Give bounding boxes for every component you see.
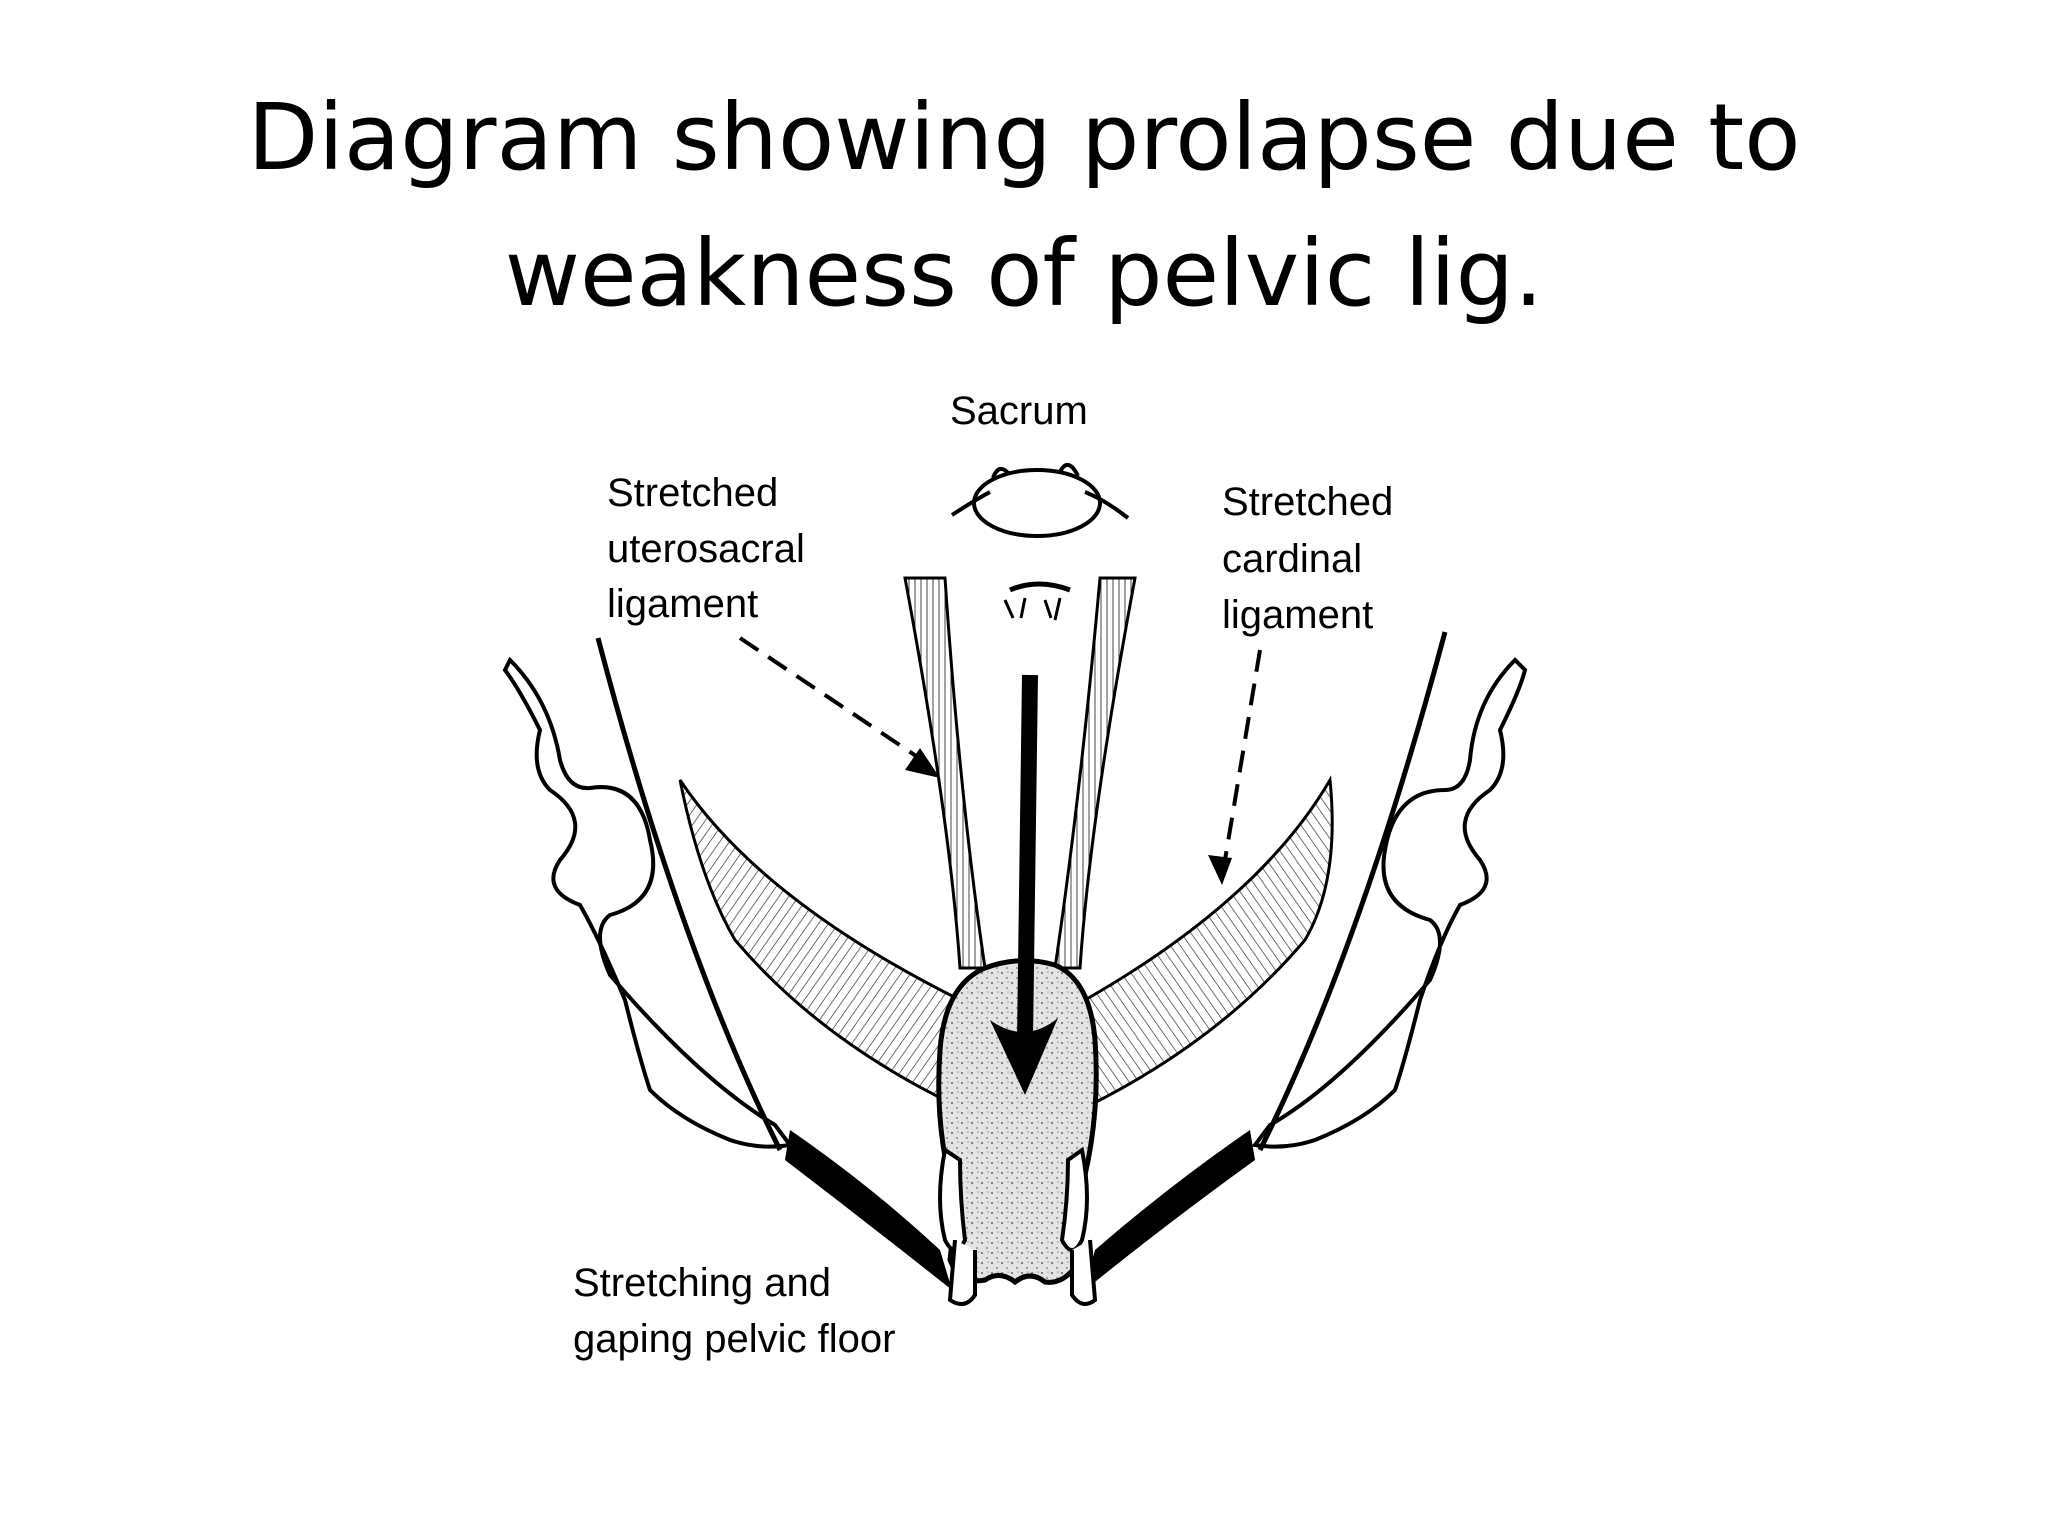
label-uterosacral-line-3: ligament	[607, 582, 758, 626]
label-uterosacral-line-2: uterosacral	[607, 527, 805, 571]
label-cardinal-line-1: Stretched	[1222, 480, 1393, 524]
downward-force-arrow	[990, 674, 1058, 1095]
right-pelvic-floor	[1085, 1130, 1255, 1290]
label-sacrum: Sacrum	[950, 389, 1088, 433]
title-line-2: weakness of pelvic lig.	[504, 220, 1544, 327]
prolapsing-uterus	[936, 958, 1099, 1286]
label-cardinal: Stretched cardinal ligament	[1222, 480, 1393, 637]
label-pelvic-floor-line-1: Stretching and	[573, 1261, 831, 1305]
slide-title: Diagram showing prolapse due to weakness…	[0, 70, 2048, 342]
left-pelvic-wall	[595, 637, 783, 1152]
label-uterosacral-line-1: Stretched	[607, 471, 778, 515]
label-pelvic-floor: Stretching and gaping pelvic floor	[573, 1261, 895, 1361]
label-pelvic-floor-line-2: gaping pelvic floor	[573, 1317, 895, 1361]
right-pelvic-wall	[1257, 631, 1448, 1152]
sacrum-shape	[950, 463, 1130, 621]
cardinal-pointer	[1208, 649, 1262, 885]
uterosacral-pointer	[738, 636, 940, 778]
right-pelvic-bone	[1251, 657, 1528, 1149]
left-pelvic-bone	[502, 656, 794, 1149]
title-line-1: Diagram showing prolapse due to	[247, 84, 1801, 191]
label-cardinal-line-3: ligament	[1222, 593, 1373, 637]
label-uterosacral: Stretched uterosacral ligament	[607, 471, 805, 626]
left-pelvic-floor	[785, 1130, 952, 1290]
label-cardinal-line-2: cardinal	[1222, 537, 1362, 581]
right-cardinal-ligament	[1083, 775, 1334, 1108]
left-cardinal-ligament	[678, 779, 962, 1108]
